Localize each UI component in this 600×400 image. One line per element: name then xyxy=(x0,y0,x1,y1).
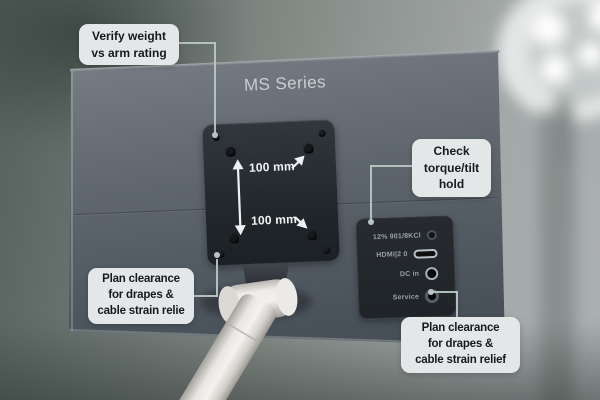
port-label: Service xyxy=(392,293,420,301)
port-row-power: 12% 901/8KCl xyxy=(357,229,453,242)
callout-line: for drapes & xyxy=(427,337,494,350)
port-label: DC in xyxy=(399,270,420,279)
leader-line xyxy=(214,42,216,134)
leader-dot xyxy=(214,252,220,258)
leader-line xyxy=(216,259,218,297)
callout-line: for drapes & xyxy=(108,288,174,301)
leader-line xyxy=(194,295,218,297)
port-row-hdmi: HDMI|2 0 xyxy=(357,248,453,260)
hdmi-port xyxy=(413,248,438,259)
vesa-plate: 100 mm 100 mm xyxy=(202,119,340,266)
leader-dot xyxy=(368,219,374,225)
leader-line xyxy=(371,165,412,167)
vesa-dimension-label-diagonal: 100 mm xyxy=(250,211,298,228)
leader-line xyxy=(179,42,216,44)
leader-dot xyxy=(428,289,434,295)
leader-line xyxy=(456,291,458,318)
dc-in-port xyxy=(425,266,439,281)
callout-line: hold xyxy=(438,177,465,192)
callout-line: Verify weight xyxy=(91,29,167,43)
callout-line: vs arm rating xyxy=(91,45,167,60)
port-row-dc: DC in xyxy=(358,266,454,282)
power-port xyxy=(426,229,438,241)
callout-line: cable strain relief xyxy=(415,353,506,366)
callout-line: Plan clearance xyxy=(102,273,180,285)
callout-check-torque: Check torque/tilt hold xyxy=(412,139,491,197)
vesa-dimension-arrows xyxy=(232,155,308,236)
vesa-dimension-label-vertical: 100 mm xyxy=(248,159,296,175)
surgical-light-bulb xyxy=(532,12,566,46)
leader-dot xyxy=(212,132,218,138)
surgical-light-bulb xyxy=(540,54,570,84)
port-label: 12% 901/8KCl xyxy=(372,231,422,241)
port-label: HDMI|2 0 xyxy=(376,250,408,260)
callout-line: cable strain relie xyxy=(97,304,185,317)
surgical-light-bulb xyxy=(588,2,600,32)
callout-clearance-left: Plan clearance for drapes & cable strain… xyxy=(88,268,194,324)
port-panel: 12% 901/8KCl HDMI|2 0 DC in Service xyxy=(355,215,457,320)
leader-line xyxy=(370,165,372,221)
callout-line: Check xyxy=(433,144,470,158)
callout-line: Plan clearance xyxy=(421,322,500,334)
surgical-light-bulb xyxy=(578,42,600,68)
callout-line: torque/tilt xyxy=(423,160,480,175)
callout-verify-weight: Verify weight vs arm rating xyxy=(79,24,179,66)
leader-line xyxy=(433,291,458,293)
callout-clearance-right: Plan clearance for drapes & cable strain… xyxy=(401,317,520,373)
monitor-left-edge xyxy=(71,71,73,331)
